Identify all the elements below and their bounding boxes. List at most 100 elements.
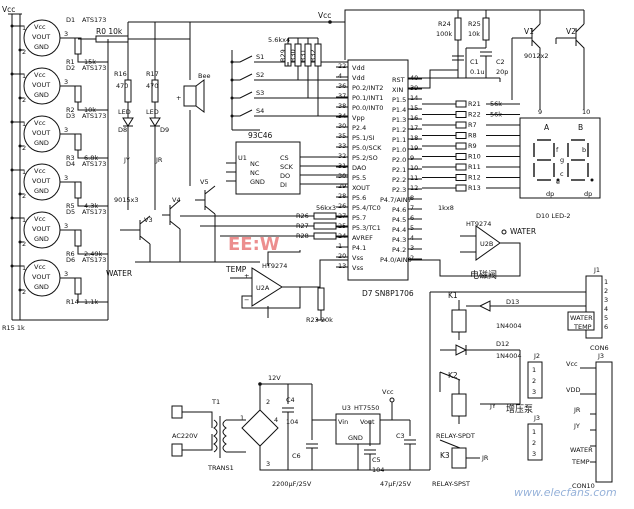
sensor-res-ref: R5 [66,202,75,210]
c4-val: 104 [286,418,298,426]
svg-text:1: 1 [22,264,26,272]
k1-label: K1 [448,291,458,300]
sensor-res-ref: R1 [66,58,75,66]
mcu-left-pin-num: 22 [338,62,346,70]
mcu-right-pin-num: 4 [410,234,414,242]
mcu-name: D7 SN8P1706 [362,289,414,298]
j1-pin: 6 [604,323,608,331]
sensor-vout-pin: VOUT [32,177,50,185]
svg-text:3: 3 [64,174,68,182]
v2-label: V2 [566,27,576,36]
water-label-u2b: WATER [510,227,536,236]
resistor-label: R32 [309,49,317,62]
resistor-r9: R9 [422,142,520,150]
sensor-res-val: 1.1k [84,298,98,306]
resistor-r30: R30 [289,38,302,80]
sensor-vout-pin: VOUT [32,33,50,41]
mcu-right-pin-num: 17 [410,124,418,132]
eeprom-left-pin: NC [250,160,260,168]
mcu-left-pin-num: 31 [338,162,346,170]
j4-name: CON10 [572,482,595,490]
mcu-left-pin: P2.4 [352,124,366,132]
mcu-right-pin: P4.3 [392,236,406,244]
mcu-left-pin: P5.6 [352,194,366,202]
svg-text:2: 2 [22,288,26,296]
resistor-r11: R11 [422,163,520,171]
mcu-left-pin-num: 13 [338,262,346,270]
mcu-left-pin: P4.1 [352,244,366,252]
v5-label: V5 [200,178,209,186]
watermark-left: ЕЕ:W [228,234,280,255]
valve-label: 电磁阀 [470,269,497,281]
r17-val: 470 [146,82,158,90]
temp-label: TEMP [225,265,247,274]
u3-gnd: GND [348,434,363,442]
mcu-left-pin: P5.2/SO [352,154,378,162]
led-b: B [578,123,583,132]
seg-label: b [582,146,586,154]
jr-relay: JR [481,454,489,462]
seg-label: dp [584,190,592,198]
svg-text:1: 1 [22,216,26,224]
sensor-gnd-pin: GND [34,43,49,51]
resistor-label: R9 [468,142,477,150]
j1-pin: 5 [604,314,608,322]
mcu-sn8p1706: Vdd22Vdd4P0.2/INT236P0.1/INT137P0.0/INT0… [318,9,540,298]
switch-label: S2 [256,71,264,79]
mcu-left-pin: AVREF [352,234,373,242]
resistor-r26: R26 [180,212,348,220]
vcc-top: Vcc [318,11,331,20]
resistor-label: R11 [468,163,481,171]
mcu-left-pin-num: 29 [338,182,346,190]
d13-label: D13 [506,298,519,306]
j4-jy: JY [573,422,580,430]
j4-vcc: Vcc [566,360,578,368]
sensor-vout-pin: VOUT [32,81,50,89]
mcu-left-pin: Vdd [352,64,365,72]
mcu-right-pin-num: 12 [410,184,418,192]
opamp-u2b: U2B HT9274 WATER [408,220,536,277]
mcu-right-pin-num: 15 [410,104,418,112]
r16-val: 470 [116,82,128,90]
svg-text:1: 1 [240,414,244,422]
svg-text:2: 2 [22,48,26,56]
j1-water: WATER [570,314,593,322]
sensor-res-val: 15k [84,58,96,66]
resistor-r8: R8 [422,132,520,140]
c5-val: 104 [372,466,384,474]
c6-val: 2200μF/25V [272,480,312,488]
sensor-ref: D3 [66,112,75,120]
svg-text:3: 3 [64,222,68,230]
mcu-left-pin-num: 24 [338,232,346,240]
r16-label: R16 [114,70,127,78]
j3-ref: J3 [533,414,540,422]
led-ref: D10 LED-2 [536,212,571,220]
led-driver: R16 470 R17 470 LED D8 LED D9 JY JR 9015… [114,21,345,263]
mcu-left-pin: P5.5 [352,174,366,182]
svg-text:1: 1 [22,168,26,176]
led-d9-label: LED [146,108,159,116]
water-label-left: WATER [106,269,132,278]
seg-label: g [560,156,564,164]
u2a-part: HT9274 [262,262,287,270]
sensor-part: ATS173 [82,16,106,24]
j2-pin: 2 [532,377,536,385]
sensor-gnd-pin: GND [34,91,49,99]
d13-val: 1N4004 [496,322,522,330]
sensor-part: ATS173 [82,160,106,168]
k2-label: K2 [448,371,458,380]
sensor-part: ATS173 [82,64,106,72]
mcu-left-pin: P0.1/INT1 [352,94,383,102]
j1-ref: J1 [593,266,600,274]
vcc-label: Vcc [2,5,15,14]
mcu-left-pin: P5.7 [352,214,366,222]
seg-label: e [556,178,560,186]
c1-label: C1 [470,58,479,66]
sensor-vcc-pin: Vcc [34,167,46,175]
svg-text:2: 2 [266,398,270,406]
